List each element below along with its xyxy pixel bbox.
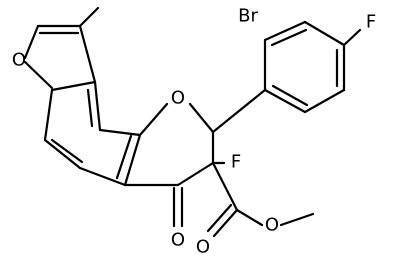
bond xyxy=(123,133,142,187)
bond xyxy=(211,88,267,134)
bond xyxy=(263,20,307,42)
bond xyxy=(212,208,239,238)
bond xyxy=(342,28,362,47)
bond xyxy=(78,166,127,187)
ring-fluorine-label: F xyxy=(231,152,241,173)
bond xyxy=(50,138,84,164)
bond xyxy=(271,84,309,107)
bond xyxy=(206,203,233,233)
bond xyxy=(78,24,97,84)
bonds xyxy=(23,6,362,238)
bond xyxy=(93,80,102,132)
bond xyxy=(303,88,346,114)
ester-ether-oxygen-label: O xyxy=(265,215,279,236)
furan-oxygen-label: O xyxy=(12,50,26,71)
bond xyxy=(50,80,97,92)
bond xyxy=(98,128,142,137)
bond xyxy=(279,212,315,227)
bond xyxy=(211,161,239,212)
bond xyxy=(235,208,264,227)
pyran-oxygen-label: O xyxy=(171,88,185,109)
bond xyxy=(176,161,215,187)
ester-carbonyl-oxygen-label: O xyxy=(196,237,210,258)
bond xyxy=(43,88,54,142)
bond xyxy=(115,134,133,180)
bond xyxy=(188,102,215,134)
bromine-label: Br xyxy=(238,6,258,27)
bond xyxy=(78,6,100,28)
bond xyxy=(86,88,94,128)
atom-labels: O O O O O Br F F xyxy=(12,6,376,258)
bond xyxy=(138,102,169,137)
bond xyxy=(43,138,82,170)
bond xyxy=(263,88,307,114)
bond xyxy=(23,60,54,90)
bond xyxy=(303,20,346,47)
ketone-oxygen-label: O xyxy=(171,230,185,251)
bond xyxy=(23,24,40,60)
aryl-fluorine-label: F xyxy=(366,12,376,33)
bond xyxy=(270,28,308,47)
